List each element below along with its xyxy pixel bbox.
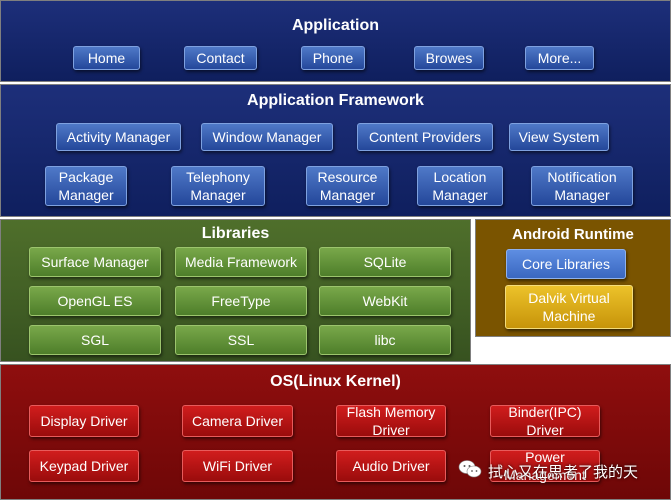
android-runtime-title: Android Runtime: [512, 226, 634, 243]
phone-box: Phone: [301, 46, 365, 70]
os-layer: OS(Linux Kernel) Display Driver Camera D…: [0, 364, 671, 500]
resource-manager-box: Resource Manager: [306, 166, 389, 206]
ssl-box: SSL: [175, 325, 307, 355]
framework-layer: Application Framework Activity Manager W…: [0, 84, 671, 217]
watermark: 拭心又在思考了我的天: [458, 460, 668, 482]
opengl-es-box: OpenGL ES: [29, 286, 161, 316]
location-manager-box: Location Manager: [417, 166, 503, 206]
android-runtime-layer: Android Runtime Core Libraries Dalvik Vi…: [475, 219, 671, 337]
core-libraries-box: Core Libraries: [506, 249, 626, 279]
binder-ipc-driver-box: Binder(IPC) Driver: [490, 404, 600, 438]
wifi-driver-box: WiFi Driver: [182, 450, 293, 482]
contact-box: Contact: [184, 46, 257, 70]
sgl-box: SGL: [29, 325, 161, 355]
window-manager-box: Window Manager: [201, 123, 333, 151]
keypad-driver-box: Keypad Driver: [29, 450, 139, 482]
wechat-icon: [458, 459, 482, 483]
telephony-manager-box: Telephony Manager: [171, 166, 265, 206]
activity-manager-box: Activity Manager: [56, 123, 181, 151]
camera-driver-box: Camera Driver: [182, 405, 293, 437]
application-title: Application: [291, 17, 380, 34]
framework-title: Application Framework: [247, 92, 424, 109]
application-layer: Application Home Contact Phone Browes Mo…: [0, 0, 671, 82]
audio-driver-box: Audio Driver: [336, 450, 446, 482]
flash-memory-driver-box: Flash Memory Driver: [336, 404, 446, 438]
dalvik-vm-box: Dalvik Virtual Machine: [505, 285, 633, 329]
content-providers-box: Content Providers: [357, 123, 493, 151]
package-manager-box: Package Manager: [45, 166, 127, 206]
libraries-title: Libraries: [201, 225, 270, 242]
sqlite-box: SQLite: [319, 247, 451, 277]
webkit-box: WebKit: [319, 286, 451, 316]
notification-manager-box: Notification Manager: [531, 166, 633, 206]
os-title: OS(Linux Kernel): [270, 373, 401, 390]
power-management-box: Power Management: [490, 449, 600, 483]
freetype-box: FreeType: [175, 286, 307, 316]
more-box: More...: [525, 46, 594, 70]
libc-box: libc: [319, 325, 451, 355]
watermark-text: 拭心又在思考了我的天: [488, 463, 639, 481]
media-framework-box: Media Framework: [175, 247, 307, 277]
view-system-box: View System: [509, 123, 609, 151]
surface-manager-box: Surface Manager: [29, 247, 161, 277]
home-box: Home: [73, 46, 140, 70]
libraries-layer: Libraries Surface Manager Media Framewor…: [0, 219, 471, 362]
browes-box: Browes: [414, 46, 484, 70]
display-driver-box: Display Driver: [29, 405, 139, 437]
